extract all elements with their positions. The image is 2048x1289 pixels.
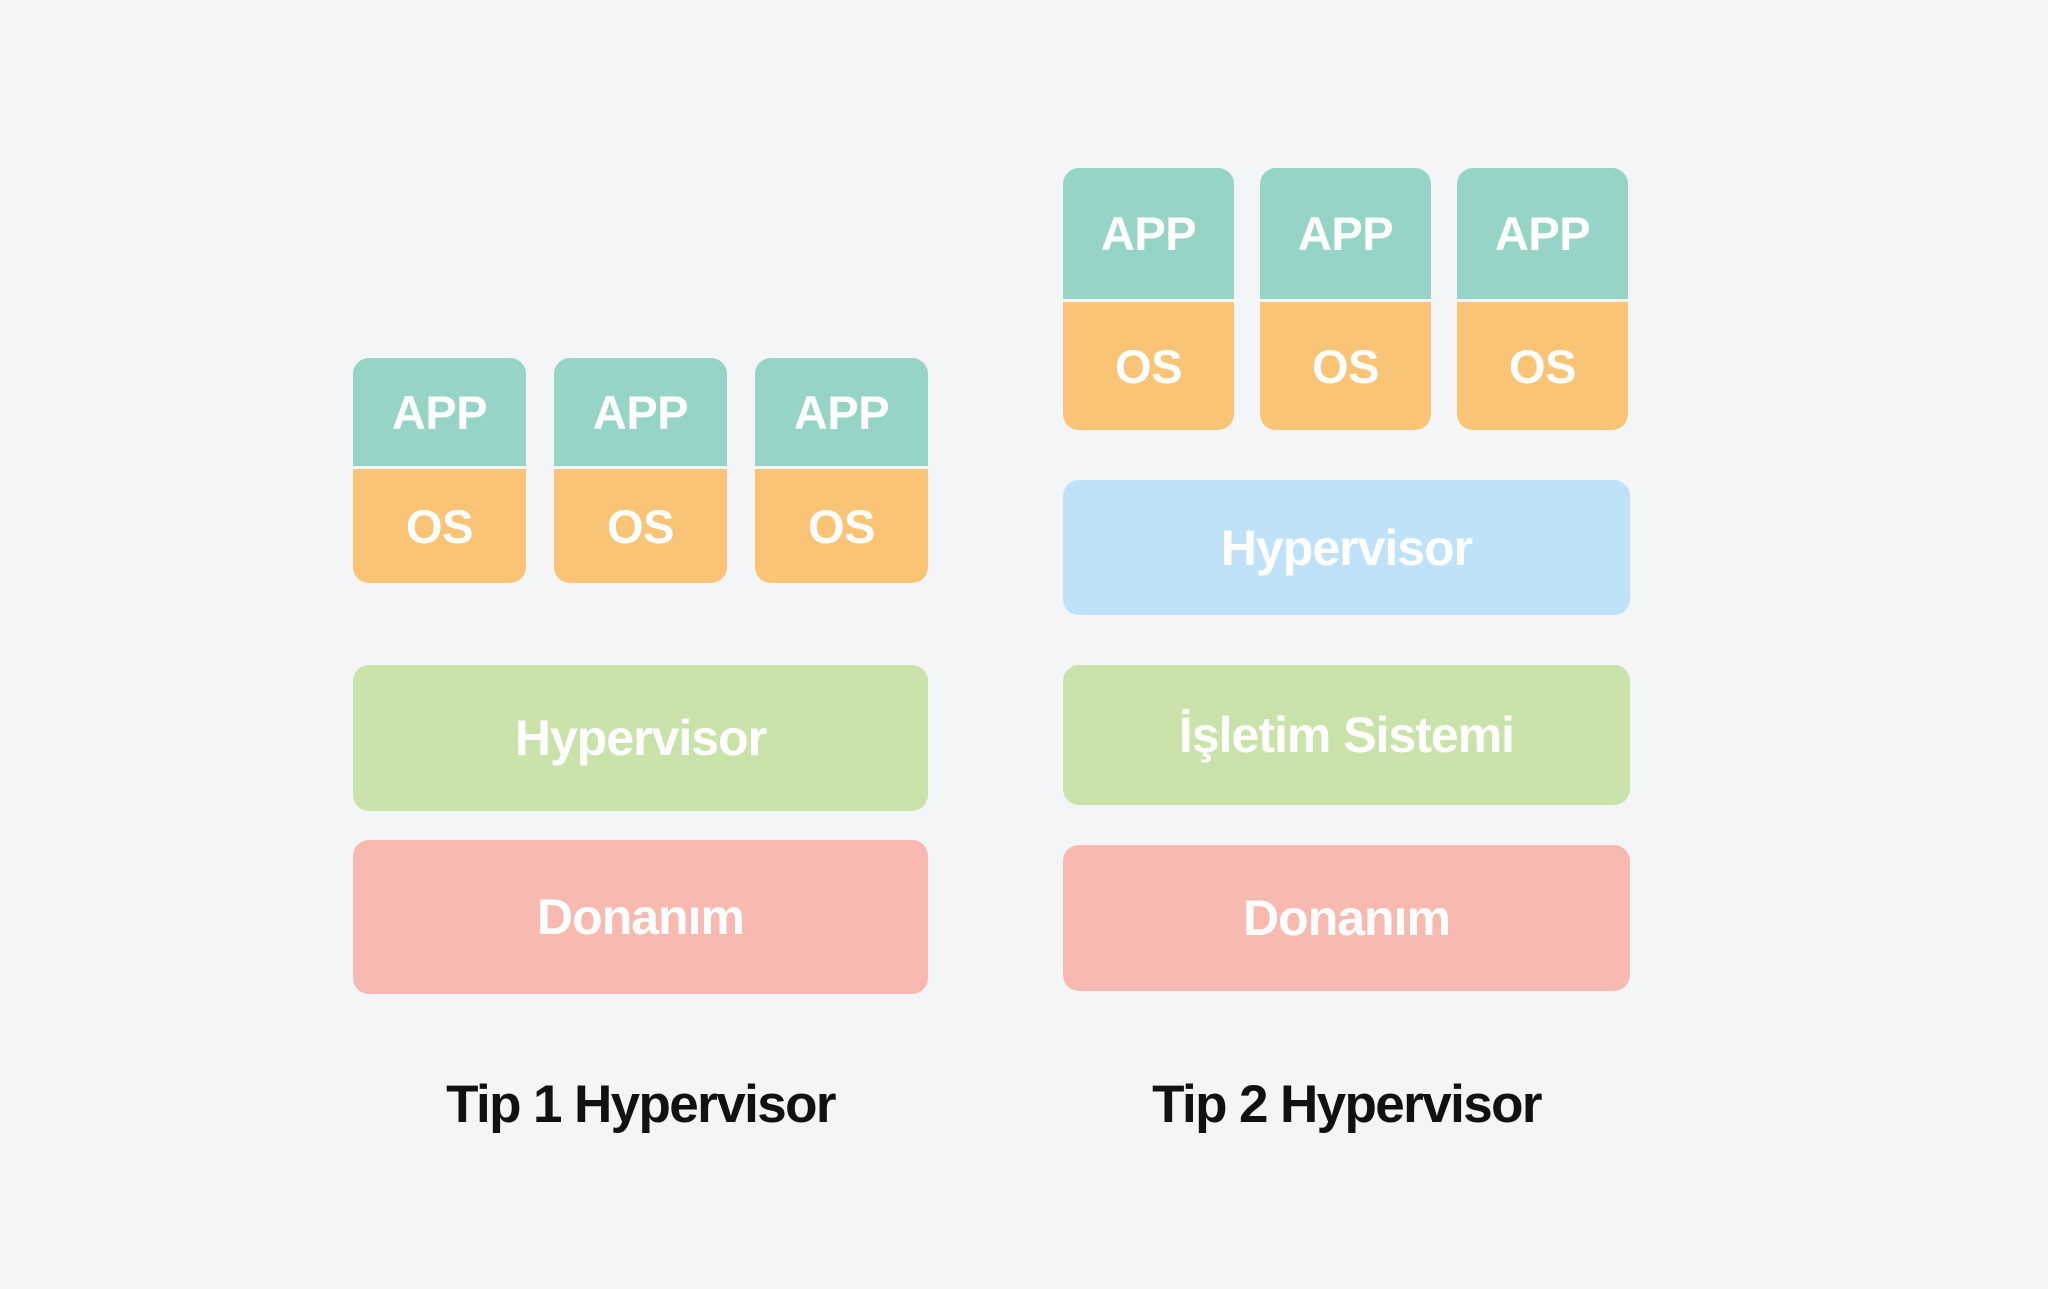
type2-hypervisor-layer: Hypervisor (1063, 480, 1630, 615)
type2-vm-row: APP OS APP OS APP OS (1063, 168, 1628, 430)
type1-vm3-app-block: APP (755, 358, 928, 466)
type1-vm1-app-block: APP (353, 358, 526, 466)
type2-vm3-app-block: APP (1457, 168, 1628, 299)
type1-vm-row: APP OS APP OS APP OS (353, 358, 928, 583)
type2-vm-stack-3: APP OS (1457, 168, 1628, 430)
type1-vm-stack-1: APP OS (353, 358, 526, 583)
type1-vm3-os-block: OS (755, 469, 928, 583)
type1-vm2-app-block: APP (554, 358, 727, 466)
type1-vm2-os-block: OS (554, 469, 727, 583)
type2-hardware-layer: Donanım (1063, 845, 1630, 991)
type2-vm3-os-block: OS (1457, 302, 1628, 430)
type2-host-os-layer: İşletim Sistemi (1063, 665, 1630, 805)
type1-vm1-os-block: OS (353, 469, 526, 583)
type2-caption: Tip 2 Hypervisor (1152, 1075, 1542, 1134)
type2-vm2-os-block: OS (1260, 302, 1431, 430)
type1-hypervisor-column: APP OS APP OS APP OS Hypervisor Donanım … (353, 0, 928, 1289)
type1-vm-stack-3: APP OS (755, 358, 928, 583)
type2-vm-stack-1: APP OS (1063, 168, 1234, 430)
type2-vm1-app-block: APP (1063, 168, 1234, 299)
type1-hypervisor-layer: Hypervisor (353, 665, 928, 811)
type2-vm1-os-block: OS (1063, 302, 1234, 430)
type1-hardware-layer: Donanım (353, 840, 928, 994)
type1-vm-stack-2: APP OS (554, 358, 727, 583)
type2-vm-stack-2: APP OS (1260, 168, 1431, 430)
type2-vm2-app-block: APP (1260, 168, 1431, 299)
type1-caption: Tip 1 Hypervisor (446, 1075, 836, 1134)
type2-hypervisor-column: APP OS APP OS APP OS Hypervisor İşletim … (1063, 0, 1630, 1289)
